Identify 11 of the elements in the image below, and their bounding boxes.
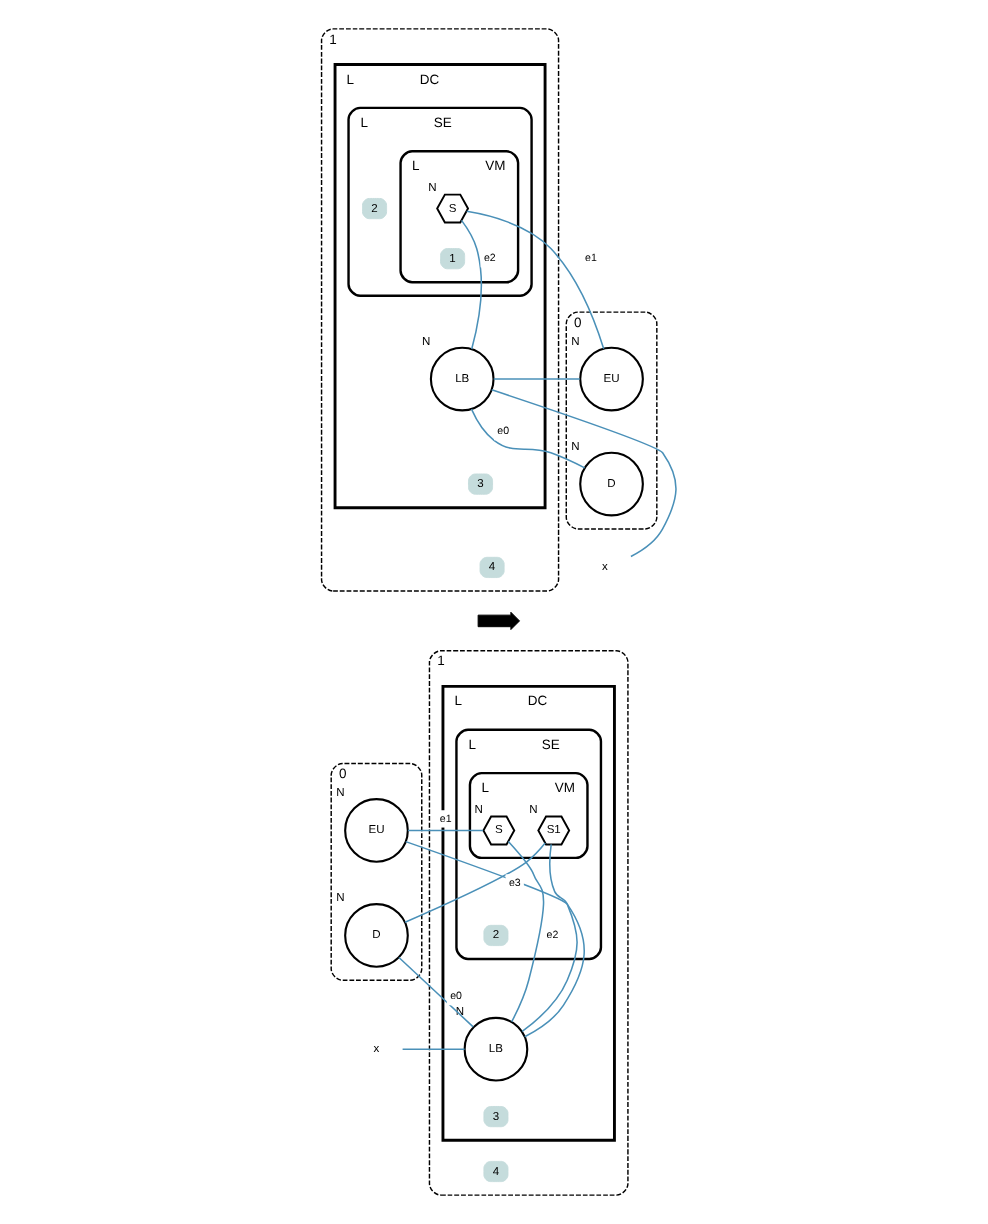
connector	[520, 843, 577, 1033]
connector	[406, 829, 483, 832]
connector	[469, 408, 585, 469]
node-arrow	[476, 611, 519, 631]
connector	[400, 1048, 465, 1050]
connector	[464, 210, 604, 350]
connector	[403, 842, 545, 924]
connector	[491, 378, 580, 380]
connector	[459, 219, 481, 350]
connector	[397, 956, 473, 1028]
connector	[404, 840, 584, 1038]
